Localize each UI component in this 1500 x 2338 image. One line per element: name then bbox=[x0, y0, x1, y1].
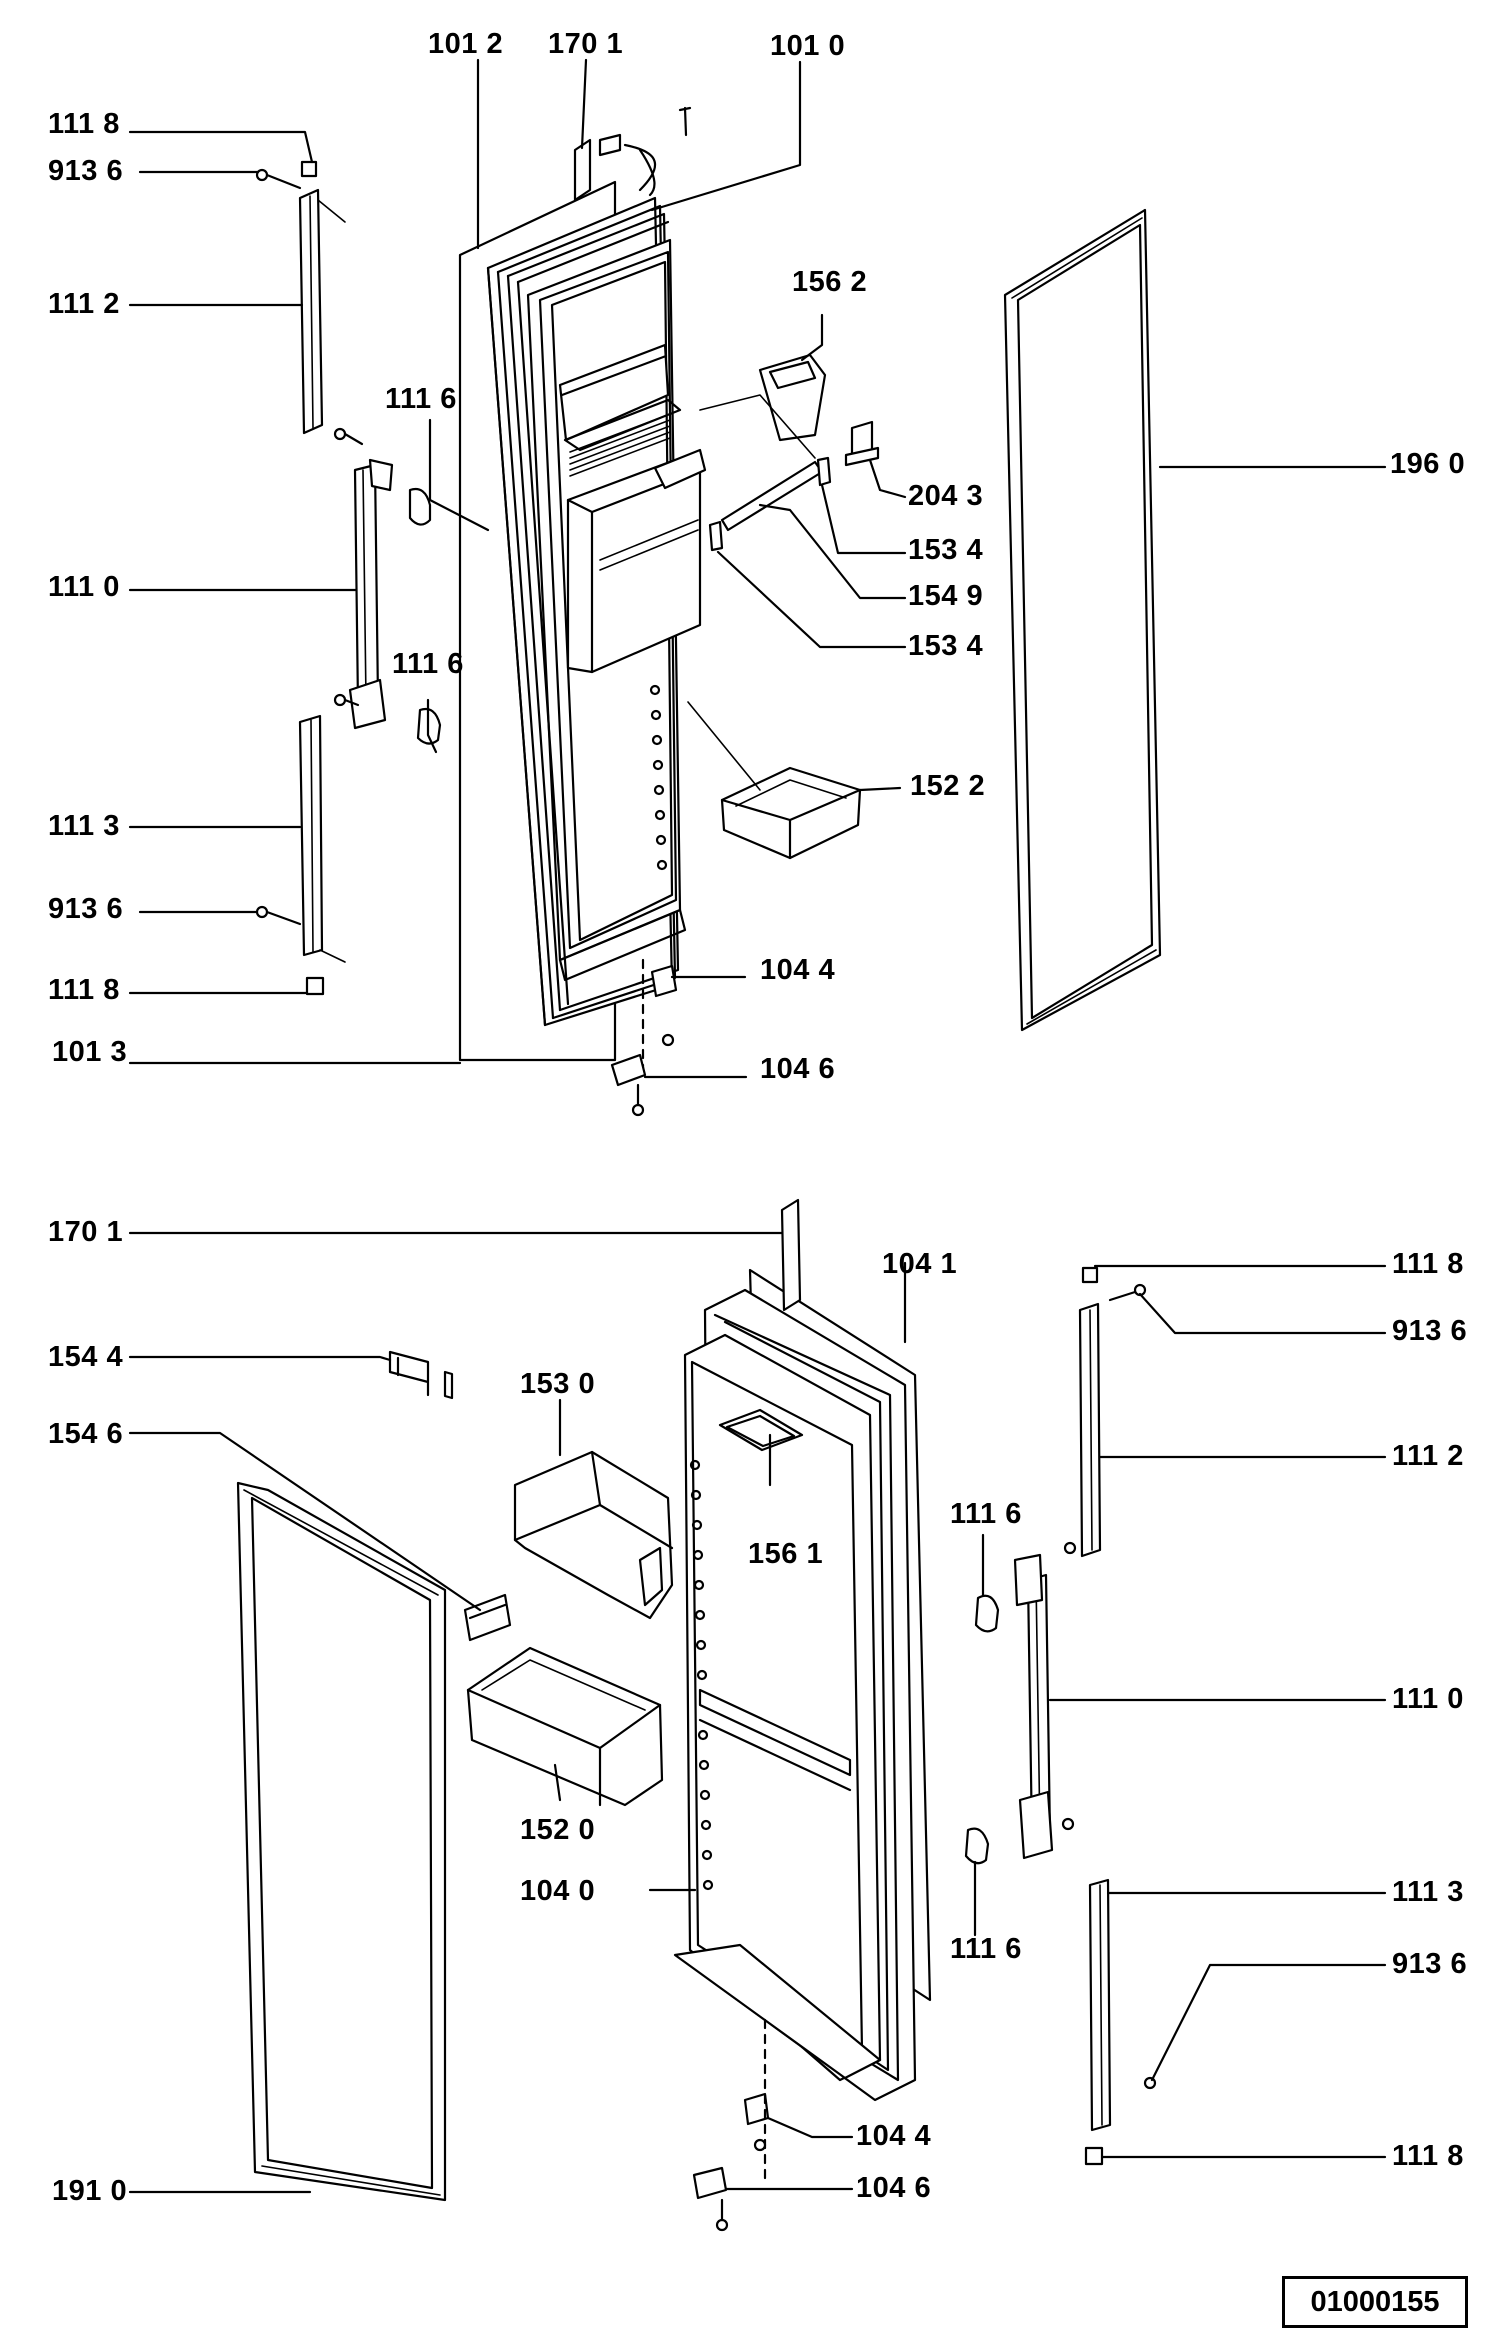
bottom-fresh-food-door bbox=[673, 1198, 932, 2102]
label-154-9: 154 9 bbox=[908, 580, 984, 612]
label-104-6: 104 6 bbox=[760, 1053, 836, 1085]
label-111-6: 111 6 bbox=[950, 1933, 1022, 1965]
label-111-6: 111 6 bbox=[392, 648, 464, 680]
label-104-1: 104 1 bbox=[882, 1248, 958, 1280]
label-913-6: 913 6 bbox=[1392, 1948, 1468, 1980]
label-111-8: 111 8 bbox=[48, 108, 120, 140]
label-104-4: 104 4 bbox=[760, 954, 836, 986]
label-111-8: 111 8 bbox=[1392, 1248, 1464, 1280]
top-right-parts bbox=[610, 353, 880, 1117]
label-170-1: 170 1 bbox=[48, 1216, 124, 1248]
label-154-4: 154 4 bbox=[48, 1341, 124, 1373]
label-153-4: 153 4 bbox=[908, 534, 984, 566]
drawing-code: 01000155 bbox=[1310, 2285, 1440, 2318]
bottom-leader-lines bbox=[128, 1231, 1387, 2194]
label-152-2: 152 2 bbox=[910, 770, 986, 802]
label-111-6: 111 6 bbox=[385, 383, 457, 415]
label-156-1: 156 1 bbox=[748, 1538, 824, 1570]
label-111-3: 111 3 bbox=[48, 810, 120, 842]
label-111-8: 111 8 bbox=[1392, 2140, 1464, 2172]
label-111-0: 111 0 bbox=[48, 571, 120, 603]
label-156-2: 156 2 bbox=[792, 266, 868, 298]
drawing-code-box: 01000155 bbox=[1282, 2276, 1468, 2328]
label-101-0: 101 0 bbox=[770, 30, 846, 62]
label-913-6: 913 6 bbox=[1392, 1315, 1468, 1347]
label-152-0: 152 0 bbox=[520, 1814, 596, 1846]
label-111-6: 111 6 bbox=[950, 1498, 1022, 1530]
label-154-6: 154 6 bbox=[48, 1418, 124, 1450]
top-gasket-1960 bbox=[1003, 208, 1162, 1032]
label-170-1: 170 1 bbox=[548, 28, 624, 60]
label-913-6: 913 6 bbox=[48, 893, 124, 925]
label-153-0: 153 0 bbox=[520, 1368, 596, 1400]
top-freezer-door bbox=[458, 106, 707, 1062]
top-left-hardware bbox=[255, 160, 442, 996]
label-101-3: 101 3 bbox=[52, 1036, 128, 1068]
bottom-right-hardware bbox=[964, 1266, 1157, 2166]
label-104-4: 104 4 bbox=[856, 2120, 932, 2152]
label-111-8: 111 8 bbox=[48, 974, 120, 1006]
label-196-0: 196 0 bbox=[1390, 448, 1466, 480]
label-111-2: 111 2 bbox=[48, 288, 120, 320]
label-104-0: 104 0 bbox=[520, 1875, 596, 1907]
bottom-left-parts bbox=[388, 1350, 770, 2232]
label-153-4: 153 4 bbox=[908, 630, 984, 662]
top-leader-lines bbox=[128, 58, 1387, 1079]
label-101-2: 101 2 bbox=[428, 28, 504, 60]
bottom-gasket-1910 bbox=[236, 1481, 447, 2202]
label-191-0: 191 0 bbox=[52, 2175, 128, 2207]
label-104-6: 104 6 bbox=[856, 2172, 932, 2204]
label-111-0: 111 0 bbox=[1392, 1683, 1464, 1715]
label-913-6: 913 6 bbox=[48, 155, 124, 187]
label-111-2: 111 2 bbox=[1392, 1440, 1464, 1472]
label-111-3: 111 3 bbox=[1392, 1876, 1464, 1908]
label-204-3: 204 3 bbox=[908, 480, 984, 512]
